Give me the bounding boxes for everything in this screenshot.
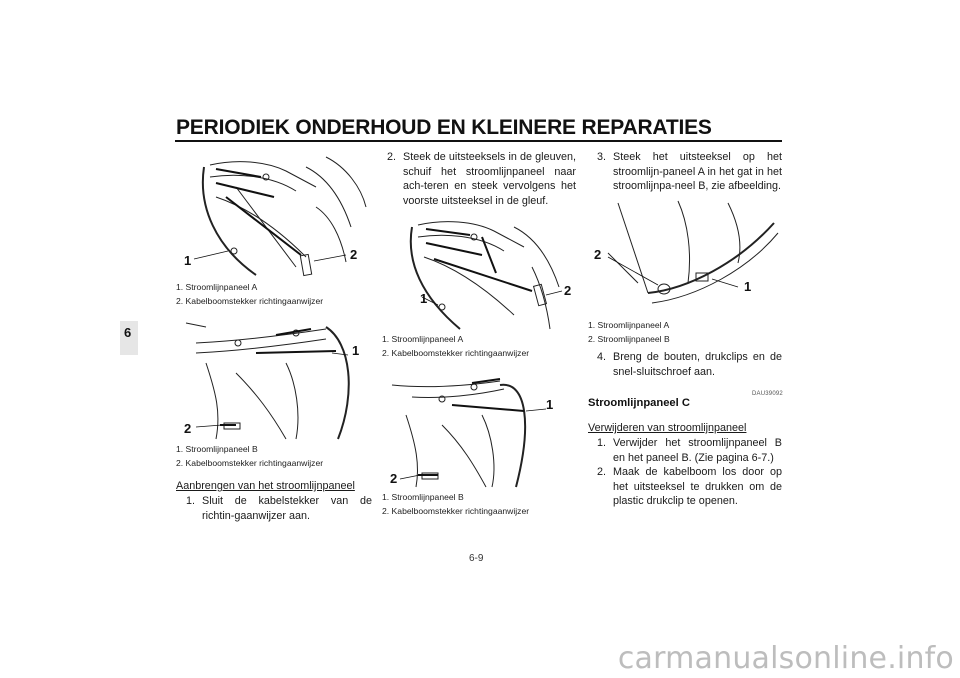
figure-4-caption-2: 2. Kabelboomstekker richtingaanwijzer <box>382 506 530 516</box>
callout-1: 1 <box>744 279 752 294</box>
chapter-number: 6 <box>124 325 132 340</box>
step-number: 2. <box>597 466 607 479</box>
install-step-2: 2. Steek de uitsteeksels in de gleuven, s… <box>387 150 576 208</box>
step-number: 1. <box>597 437 607 449</box>
figure-4-caption-1: 1. Stroomlijnpaneel B <box>382 492 464 502</box>
figure-5-illustration <box>607 200 779 304</box>
step-number: 2. <box>387 151 397 163</box>
figure-1-caption-2: 2. Kabelboomstekker richtingaanwijzer <box>176 296 324 306</box>
figure-1-caption-1: 1. Stroomlijnpaneel A <box>176 282 258 292</box>
title-rule <box>175 140 782 142</box>
install-step-3: 3. Steek het uitsteeksel op het stroomlij… <box>597 150 782 194</box>
install-step-1: 1. Sluit de kabelstekker van de richtin-g… <box>186 494 372 523</box>
figure-5-caption-2: 2. Stroomlijnpaneel B <box>588 334 670 344</box>
remove-steps: 1. Verwijder het stroomlijnpaneel B en he… <box>597 436 782 509</box>
figure-3-caption-2: 2. Kabelboomstekker richtingaanwijzer <box>382 348 530 358</box>
figure-3-caption-1: 1. Stroomlijnpaneel A <box>382 334 464 344</box>
figure-panel-b-slots: 1 2 <box>382 365 576 490</box>
figure-panel-a-slots: 1 2 <box>382 207 576 332</box>
remove-heading: Verwijderen van stroomlijnpaneel <box>588 422 747 434</box>
figure-2-caption-2: 2. Kabelboomstekker richtingaanwijzer <box>176 458 324 468</box>
remove-step-1: 1. Verwijder het stroomlijnpaneel B en he… <box>597 436 782 465</box>
figure-2-illustration <box>185 322 350 440</box>
callout-1: 1 <box>184 253 192 268</box>
step-text: Sluit de kabelstekker van de richtin-gaa… <box>202 495 372 522</box>
install-heading: Aanbrengen van het stroomlijnpaneel <box>176 480 355 492</box>
step-number: 3. <box>597 151 607 163</box>
figure-5-caption-1: 1. Stroomlijnpaneel A <box>588 320 670 330</box>
figure-panel-a-b-joint: 2 1 <box>588 193 782 317</box>
figure-4-illustration <box>391 378 547 488</box>
step-number: 4. <box>597 351 607 363</box>
callout-2: 2 <box>390 471 398 486</box>
callout-2: 2 <box>350 247 358 262</box>
callout-1: 1 <box>352 343 360 358</box>
step-text: Verwijder het stroomlijnpaneel B en het … <box>613 437 782 464</box>
figure-3-illustration <box>409 221 563 330</box>
figure-1-illustration <box>193 156 367 277</box>
remove-step-2: 2. Maak de kabelboom los door op het uits… <box>597 465 782 509</box>
callout-2: 2 <box>184 421 192 436</box>
callout-2: 2 <box>564 283 572 298</box>
chapter-tab <box>120 321 138 355</box>
step-text: Maak de kabelboom los door op het uitste… <box>613 466 782 508</box>
step-text: Breng de bouten, drukclips en de snel-sl… <box>613 351 782 378</box>
document-code: DAU39092 <box>752 391 783 397</box>
callout-2: 2 <box>594 247 602 262</box>
page-title: PERIODIEK ONDERHOUD EN KLEINERE REPARATI… <box>176 116 712 139</box>
callout-1: 1 <box>420 291 428 306</box>
figure-panel-a-connector: 1 2 <box>176 147 370 277</box>
section-title: Stroomlijnpaneel C <box>588 397 690 409</box>
figure-2-caption-1: 1. Stroomlijnpaneel B <box>176 444 258 454</box>
watermark: carmanualsonline.info <box>617 641 954 676</box>
step-text: Steek de uitsteeksels in de gleuven, sch… <box>403 151 576 207</box>
step-number: 1. <box>186 495 196 507</box>
figure-panel-b-connector: 1 2 <box>176 313 370 441</box>
install-step-4: 4. Breng de bouten, drukclips en de snel-… <box>597 350 782 379</box>
step-text: Steek het uitsteeksel op het stroomlijn-… <box>613 151 782 193</box>
page-number: 6-9 <box>469 553 484 564</box>
callout-1: 1 <box>546 397 554 412</box>
